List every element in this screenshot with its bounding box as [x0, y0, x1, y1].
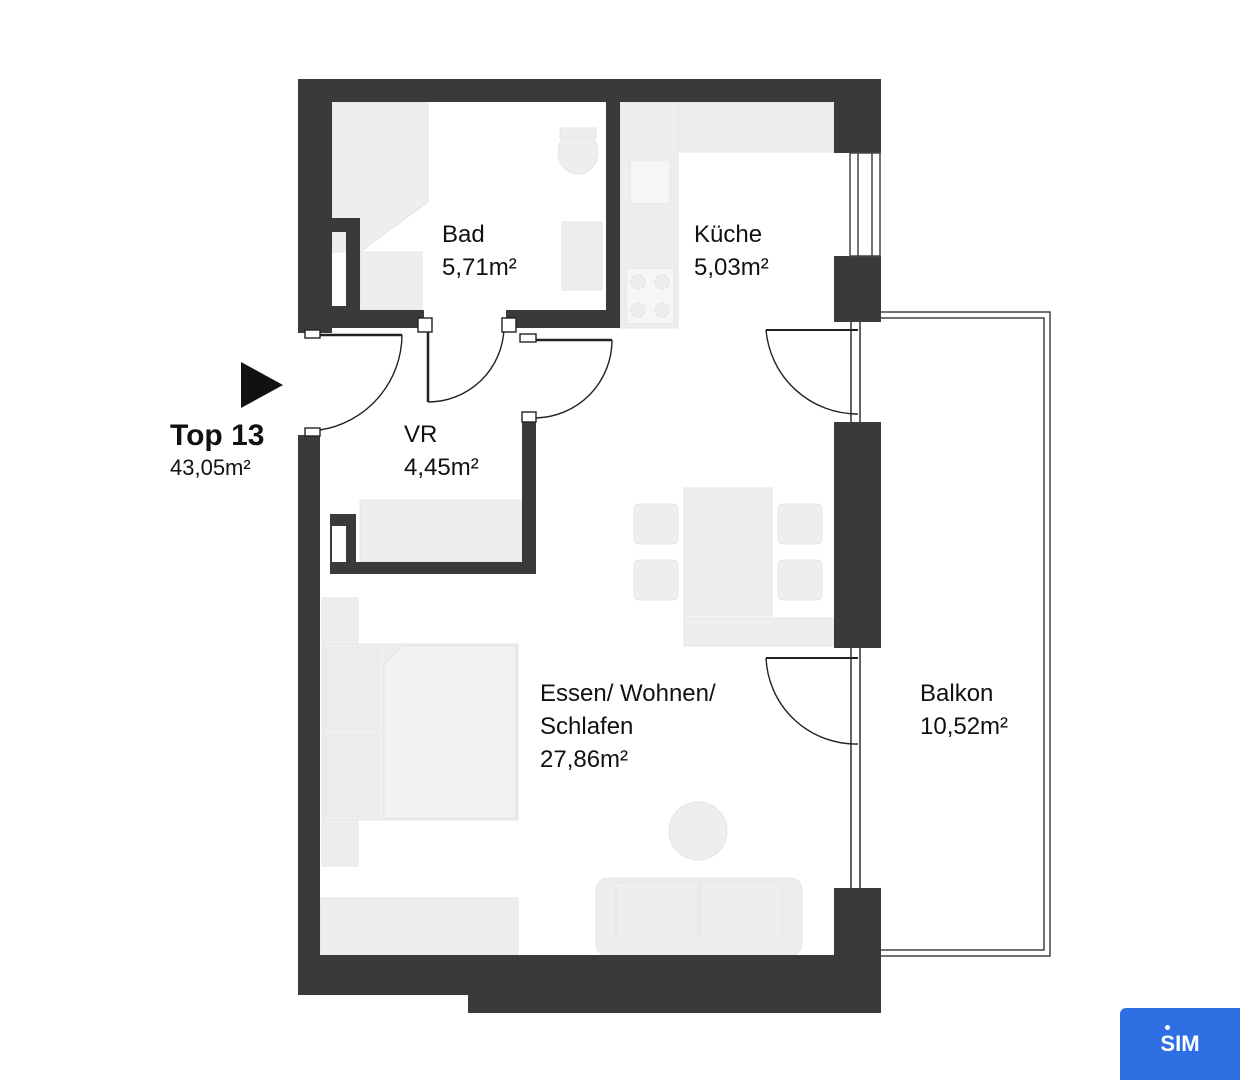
- bed-pillow: [325, 735, 379, 817]
- bathroom-door: [417, 317, 517, 403]
- shaft-lower: [330, 514, 356, 574]
- kitchen-sink: [629, 159, 671, 205]
- wall-right-upper: [834, 79, 881, 153]
- unit-area: 43,05m²: [170, 455, 251, 480]
- dining-chair: [777, 559, 823, 601]
- wall-bath-kitchen: [606, 100, 620, 328]
- room-label-bad: Bad 5,71m²: [442, 218, 517, 284]
- bathroom-cabinet: [359, 251, 423, 311]
- living-door: [519, 333, 613, 423]
- hall-wardrobe: [359, 499, 526, 563]
- dining-chair: [633, 503, 679, 545]
- room-name-line2: Schlafen: [540, 713, 634, 740]
- doors: [304, 317, 861, 888]
- unit-name: Top 13: [170, 419, 265, 452]
- room-name-line1: Essen/ Wohnen/: [540, 680, 716, 707]
- wall-top: [298, 79, 881, 102]
- furniture: [319, 101, 837, 957]
- room-label-wohnen: Essen/ Wohnen/ Schlafen 27,86m²: [540, 677, 716, 776]
- wall-left-lower: [298, 435, 320, 957]
- room-name: Bad: [442, 221, 485, 248]
- room-area: 5,03m²: [694, 254, 769, 281]
- room-name: Küche: [694, 221, 763, 248]
- room-area: 5,71m²: [442, 254, 517, 281]
- cooktop-burner: [630, 274, 646, 290]
- kitchen-worktop-upper: [677, 101, 835, 153]
- dining-chair: [777, 503, 823, 545]
- balcony-railing: [881, 311, 1051, 957]
- cooktop-burner: [654, 274, 670, 290]
- wall-bottom-step: [468, 955, 881, 1013]
- balcony-door-lower: [765, 648, 861, 888]
- dining-chair: [633, 559, 679, 601]
- wall-hall-right: [522, 418, 536, 574]
- wall-hall-bottom: [330, 562, 536, 574]
- toilet-tank: [559, 127, 597, 139]
- logo-text: IM: [1175, 1031, 1200, 1056]
- unit-label: Top 13 43,05m²: [170, 419, 264, 483]
- kitchen-window: [849, 152, 881, 257]
- logo-s: S: [1160, 1025, 1176, 1056]
- room-label-kueche: Küche 5,03m²: [694, 218, 769, 284]
- wall-right-pier: [834, 256, 881, 322]
- bed-blanket: [383, 645, 517, 819]
- sofa-seat: [699, 881, 783, 937]
- room-name: VR: [404, 421, 438, 448]
- dining-table: [683, 487, 773, 617]
- wall-bath-bottom: [332, 310, 424, 328]
- cooktop-burner: [630, 302, 646, 318]
- tv-bench: [319, 897, 519, 957]
- coffee-table: [668, 801, 728, 861]
- wall-right-lower: [834, 888, 881, 1008]
- entrance-door: [304, 329, 403, 437]
- room-area: 27,86m²: [540, 746, 629, 773]
- sofa-seat: [615, 881, 699, 937]
- room-label-vr: VR 4,45m²: [404, 418, 479, 484]
- room-name: Balkon: [920, 680, 994, 707]
- walls: [298, 79, 881, 1013]
- bathroom-sink: [561, 221, 603, 291]
- shaft-upper: [318, 218, 360, 312]
- cooktop-burner: [654, 302, 670, 318]
- entrance-arrow-icon: [241, 362, 283, 408]
- room-area: 10,52m²: [920, 713, 1009, 740]
- wall-bath-bottom-right: [506, 310, 620, 328]
- wall-right-mid: [834, 422, 881, 648]
- balcony-door-upper: [765, 322, 861, 422]
- room-label-balkon: Balkon 10,52m²: [920, 677, 1008, 743]
- bed-pillow: [325, 647, 379, 729]
- room-area: 4,45m²: [404, 454, 479, 481]
- sideboard: [683, 617, 837, 647]
